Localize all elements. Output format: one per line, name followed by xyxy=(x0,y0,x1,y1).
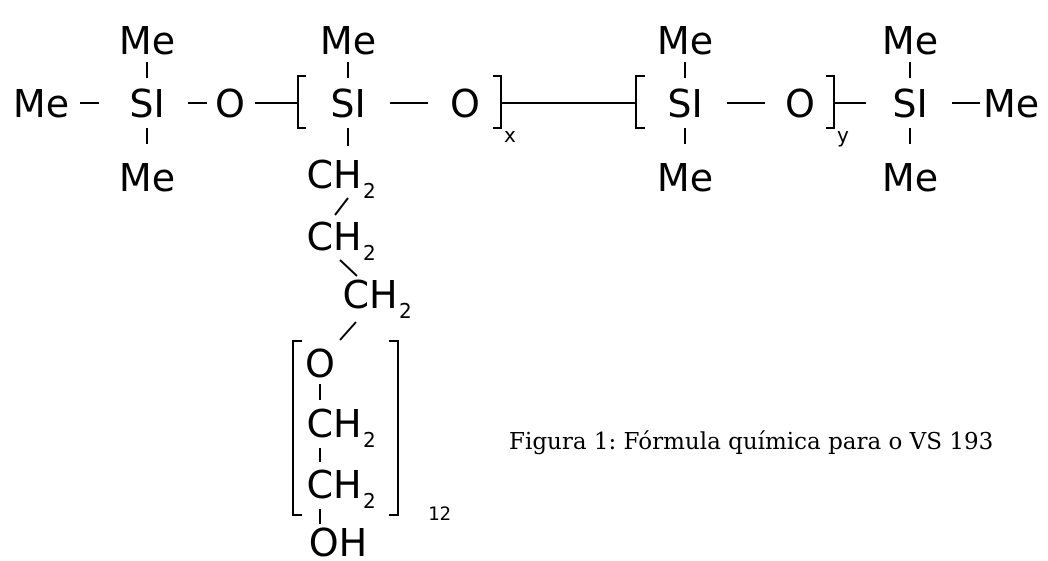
ch2-group-2: CH xyxy=(306,215,361,259)
oxygen-ether: O xyxy=(305,342,335,386)
bond xyxy=(334,197,349,216)
oxygen-unit-x: O xyxy=(450,82,480,126)
ch2-group-3: CH xyxy=(342,273,397,317)
methyl-bottom-right: Me xyxy=(882,156,938,200)
silicon-unit-y: SI xyxy=(667,82,702,126)
bracket-x-open xyxy=(297,75,306,129)
h2-subscript-4: 2 xyxy=(363,428,376,452)
subscript-y: y xyxy=(837,123,849,147)
bracket-y-close xyxy=(826,75,835,129)
silicon-left: SI xyxy=(129,82,164,126)
oxygen-left: O xyxy=(215,82,245,126)
methyl-top-left: Me xyxy=(119,19,175,63)
silicon-right: SI xyxy=(892,82,927,126)
h2-subscript-5: 2 xyxy=(363,489,376,513)
silicon-unit-x: SI xyxy=(330,82,365,126)
bracket-x-close xyxy=(493,75,502,129)
methyl-bottom-left: Me xyxy=(119,156,175,200)
methyl-top-unit-y: Me xyxy=(657,19,713,63)
methyl-far-right: Me xyxy=(983,82,1039,126)
ch2-group-4: CH xyxy=(306,402,361,446)
methyl-top-right: Me xyxy=(882,19,938,63)
h2-subscript-3: 2 xyxy=(399,299,412,323)
bracket-n-open xyxy=(292,340,302,516)
bracket-n-close xyxy=(389,340,399,516)
bond xyxy=(339,259,358,277)
methyl-far-left: Me xyxy=(13,82,69,126)
h2-subscript-2: 2 xyxy=(363,241,376,265)
h2-subscript-1: 2 xyxy=(363,179,376,203)
methyl-top-unit-x: Me xyxy=(320,19,376,63)
hydroxyl-group: OH xyxy=(309,521,367,561)
methyl-bottom-unit-y: Me xyxy=(657,156,713,200)
bond xyxy=(339,321,357,341)
bracket-y-open xyxy=(635,75,645,129)
figure-caption: Figura 1: Fórmula química para o VS 193 xyxy=(509,429,993,455)
subscript-x: x xyxy=(504,123,516,147)
subscript-n: 12 xyxy=(428,503,451,525)
oxygen-unit-y: O xyxy=(785,82,815,126)
ch2-group-5: CH xyxy=(306,463,361,507)
ch2-group-1: CH xyxy=(306,153,361,197)
